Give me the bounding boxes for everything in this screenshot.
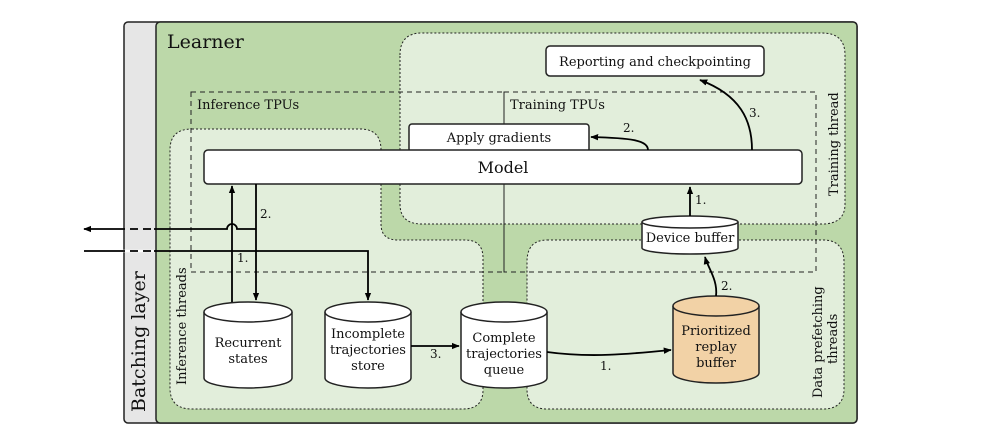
- incomplete-store-line-2: trajectories: [330, 343, 406, 358]
- arrow-model-to-apply-gradients: [590, 133, 649, 151]
- inference-tpus-box: Inference TPUs: [190, 91, 505, 273]
- step-label-to-apply-gradients: 2.: [623, 121, 634, 135]
- incomplete-trajectories-store-cylinder: Incomplete trajectories store: [324, 301, 412, 389]
- complete-queue-line-3: queue: [484, 363, 525, 378]
- complete-queue-line-1: Complete: [472, 331, 535, 346]
- step-label-queue-to-replay: 1.: [600, 359, 611, 373]
- learner-label: Learner: [167, 31, 245, 53]
- inference-threads-label: Inference threads: [175, 267, 190, 385]
- arrow-queue-to-replay: [546, 347, 672, 356]
- data-prefetching-label-2: threads: [826, 314, 841, 364]
- device-buffer-label: Device buffer: [646, 231, 735, 246]
- step-label-to-reporting: 3.: [749, 106, 760, 120]
- batching-layer-label: Batching layer: [128, 270, 150, 412]
- complete-queue-line-2: trajectories: [466, 347, 542, 362]
- step-label-states-to-model: 1.: [237, 251, 248, 265]
- arrows: [84, 79, 753, 356]
- replay-buffer-line-1: Prioritized: [681, 324, 751, 339]
- step-label-replay-to-buffer: 2.: [721, 279, 732, 293]
- replay-buffer-line-3: buffer: [696, 356, 737, 371]
- output-arrow: [83, 223, 256, 233]
- step-label-model-to-states: 2.: [260, 207, 271, 221]
- arrow-model-to-reporting: [699, 79, 753, 151]
- training-tpus-label: Training TPUs: [510, 98, 605, 113]
- prioritized-replay-buffer-cylinder: Prioritized replay buffer: [672, 295, 760, 384]
- incomplete-store-line-3: store: [351, 359, 385, 374]
- model-box: Model: [203, 149, 803, 185]
- apply-gradients-box: Apply gradients: [408, 123, 590, 153]
- training-thread-label: Training thread: [827, 92, 842, 196]
- recurrent-states-line-1: Recurrent: [215, 336, 283, 351]
- reporting-checkpointing-label: Reporting and checkpointing: [559, 55, 751, 70]
- apply-gradients-label: Apply gradients: [446, 131, 551, 146]
- device-buffer-cylinder: Device buffer: [641, 215, 739, 255]
- recurrent-states-cylinder: Recurrent states: [203, 301, 293, 389]
- model-label: Model: [478, 158, 529, 177]
- reporting-checkpointing-box: Reporting and checkpointing: [545, 45, 765, 77]
- data-prefetching-label-1: Data prefetching: [811, 286, 826, 398]
- recurrent-states-line-2: states: [228, 352, 267, 367]
- incomplete-store-line-1: Incomplete: [331, 327, 405, 342]
- inference-tpus-label: Inference TPUs: [197, 98, 299, 113]
- step-label-buffer-to-model: 1.: [695, 193, 706, 207]
- arrow-replay-to-device-buffer: [703, 256, 718, 297]
- complete-trajectories-queue-cylinder: Complete trajectories queue: [460, 301, 548, 389]
- arrow-input-to-incomplete-store: [84, 250, 372, 301]
- replay-buffer-line-2: replay: [695, 340, 737, 355]
- step-label-store-to-queue: 3.: [430, 347, 441, 361]
